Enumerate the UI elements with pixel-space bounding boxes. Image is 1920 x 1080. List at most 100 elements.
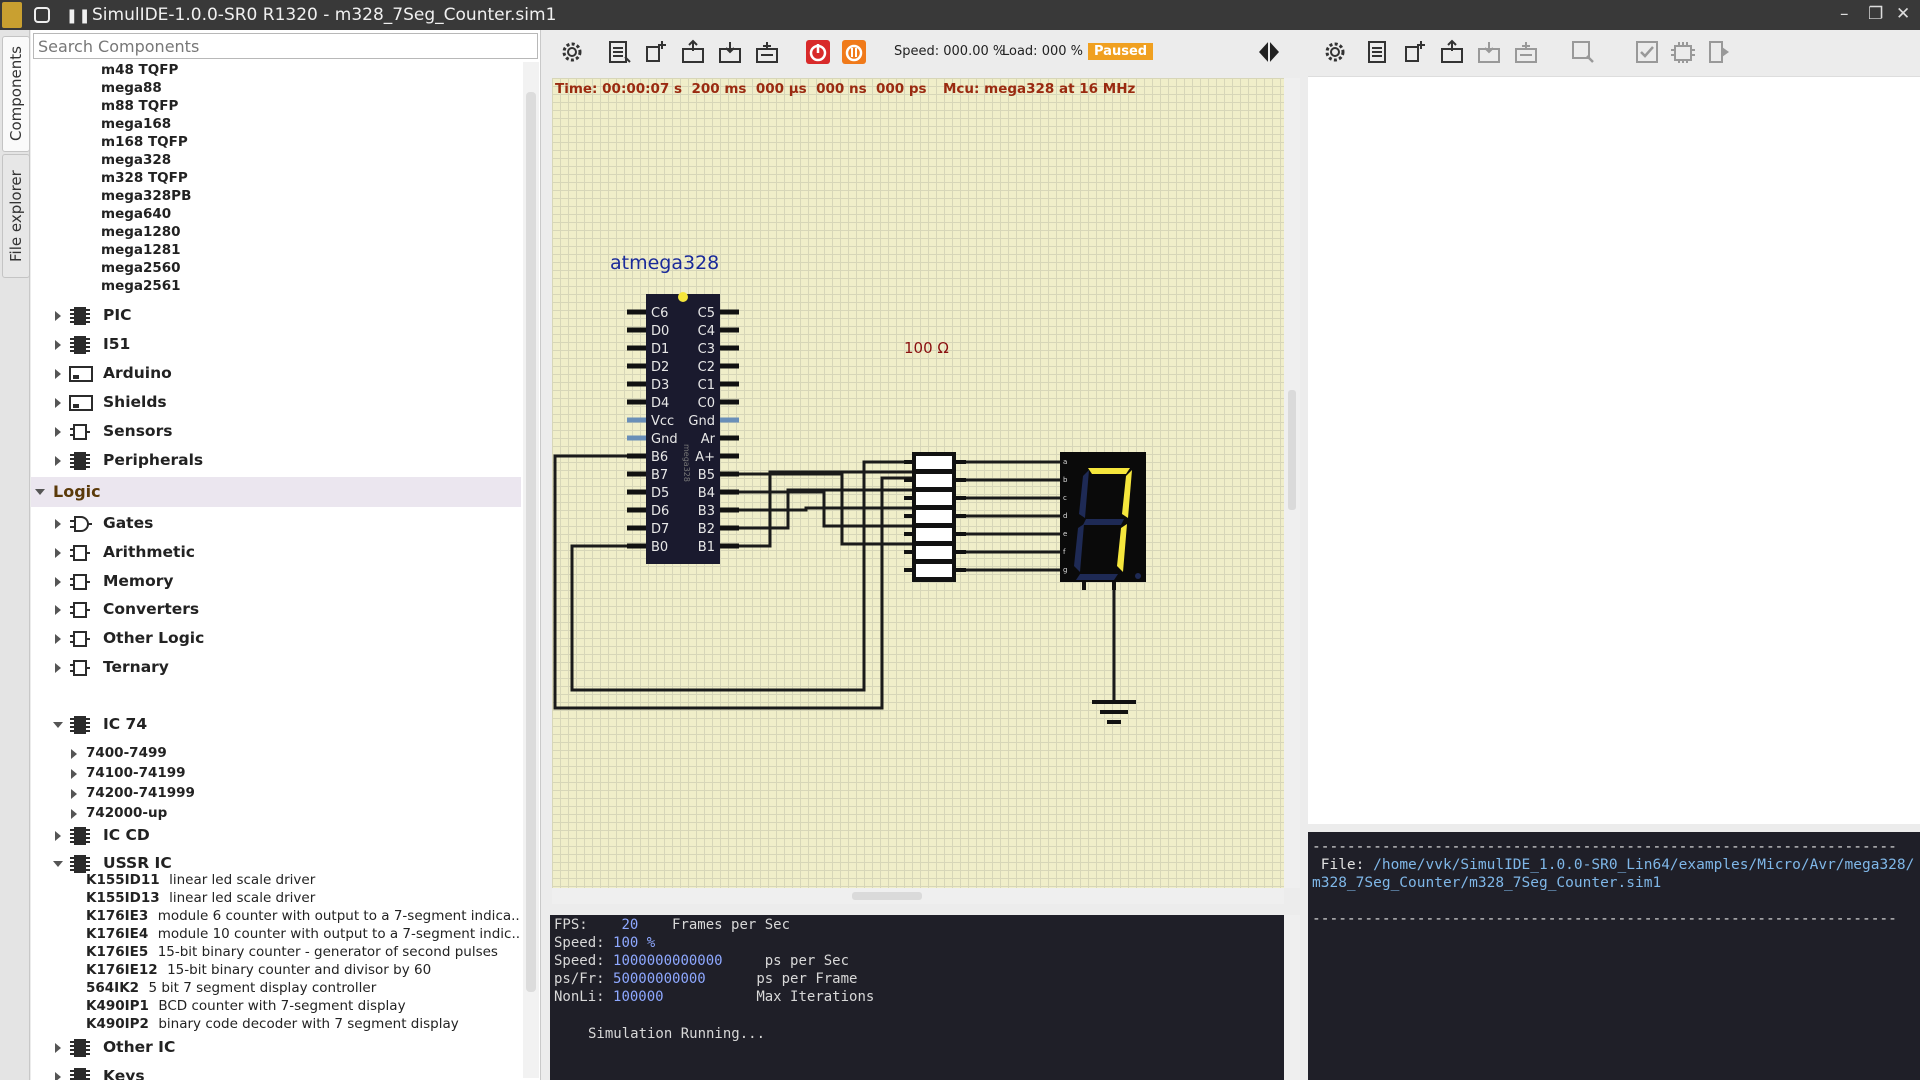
tree-item-mcu[interactable]: mega640 [101, 206, 172, 222]
expand-arrow-icon[interactable] [55, 369, 61, 379]
tree-item-ussr[interactable]: K176IE12 15-bit binary counter and divis… [86, 962, 432, 978]
tree-item-ussr[interactable]: K490IP1 BCD counter with 7-segment displ… [86, 998, 406, 1014]
tree-item-mcu[interactable]: mega1281 [101, 242, 181, 258]
tree-item-ussr[interactable]: K490IP2 binary code decoder with 7 segme… [86, 1016, 459, 1032]
pause-sim-icon[interactable] [841, 39, 867, 65]
tree-item-mcu[interactable]: mega88 [101, 80, 162, 96]
tree-item-mcu[interactable]: mega328 [101, 152, 172, 168]
save-icon[interactable] [717, 39, 743, 65]
tree-category[interactable]: PIC [103, 306, 132, 324]
editor-new-icon[interactable] [1402, 39, 1428, 65]
tree-item-ussr[interactable]: 564IK2 5 bit 7 segment display controlle… [86, 980, 377, 996]
tree-category[interactable]: Shields [103, 393, 167, 411]
expand-arrow-icon[interactable] [55, 456, 61, 466]
expand-arrow-icon[interactable] [55, 427, 61, 437]
open-file-icon[interactable] [680, 39, 706, 65]
tab-file-explorer[interactable]: File explorer [2, 154, 30, 278]
expand-arrow-icon[interactable] [55, 548, 61, 558]
expand-arrow-icon[interactable] [71, 749, 77, 759]
editor-settings-icon[interactable] [1322, 39, 1348, 65]
tree-scrollbar[interactable] [523, 62, 539, 1078]
expand-arrow-icon[interactable] [71, 789, 77, 799]
editor-save-icon[interactable] [1476, 39, 1502, 65]
restore-button[interactable]: ❐ [1868, 4, 1884, 24]
tree-category[interactable]: Converters [103, 600, 200, 618]
tree-category[interactable]: Ternary [103, 658, 169, 676]
tree-item-mcu[interactable]: mega1280 [101, 224, 181, 240]
tree-item-mcu[interactable]: m48 TQFP [101, 62, 179, 78]
tree-subcategory[interactable]: 7400-7499 [86, 745, 167, 761]
code-editor[interactable] [1308, 76, 1920, 824]
tree-item-mcu[interactable]: mega328PB [101, 188, 192, 204]
collapse-arrow-icon[interactable] [35, 489, 45, 495]
tree-item-mcu[interactable]: m328 TQFP [101, 170, 188, 186]
tree-item-ussr[interactable]: K176IE5 15-bit binary counter - generato… [86, 944, 498, 960]
tree-item-ussr[interactable]: K155ID11 linear led scale driver [86, 872, 316, 888]
tree-category[interactable]: IC CD [103, 826, 150, 844]
expand-arrow-icon[interactable] [55, 605, 61, 615]
expand-arrow-icon[interactable] [71, 809, 77, 819]
console-scrollbar[interactable] [1284, 915, 1300, 1080]
close-button[interactable]: ✕ [1896, 4, 1911, 24]
save-as-icon[interactable] [754, 39, 780, 65]
editor-open-icon[interactable] [1439, 39, 1465, 65]
tree-category[interactable]: Arithmetic [103, 543, 195, 561]
search-input[interactable] [33, 33, 538, 59]
upload-icon[interactable] [1670, 39, 1696, 65]
expand-arrow-icon[interactable] [55, 663, 61, 673]
tree-category[interactable]: Memory [103, 572, 174, 590]
compile-icon[interactable] [1634, 39, 1660, 65]
tree-item-ussr[interactable]: K176IE3 module 6 counter with output to … [86, 908, 521, 924]
expand-arrow-icon[interactable] [71, 769, 77, 779]
tree-category-ic74[interactable]: IC 74 [103, 715, 148, 733]
tree-category[interactable]: Keys [103, 1067, 145, 1080]
debug-toggle-icon[interactable] [1256, 39, 1282, 65]
app-icon[interactable] [2, 2, 22, 28]
settings-icon[interactable] [559, 39, 585, 65]
tree-item-mcu[interactable]: m168 TQFP [101, 134, 188, 150]
new-file-icon[interactable] [643, 39, 669, 65]
collapse-arrow-icon[interactable] [53, 861, 63, 867]
tree-category-logic[interactable]: Logic [53, 482, 101, 501]
pause-icon[interactable]: ❚❚ [66, 8, 92, 24]
expand-arrow-icon[interactable] [55, 311, 61, 321]
tree-category-ussr[interactable]: USSR IC [103, 854, 172, 872]
power-off-icon[interactable] [805, 39, 831, 65]
tree-category[interactable]: Other IC [103, 1038, 176, 1056]
expand-arrow-icon[interactable] [55, 1043, 61, 1053]
tree-item-ussr[interactable]: K155ID13 linear led scale driver [86, 890, 316, 906]
tree-subcategory[interactable]: 742000-up [86, 805, 168, 821]
tree-category[interactable]: Sensors [103, 422, 173, 440]
tree-item-mcu[interactable]: mega168 [101, 116, 172, 132]
collapse-arrow-icon[interactable] [53, 722, 63, 728]
circuit-canvas[interactable]: Time: 00:00:07 s 200 ms 000 µs 000 ns 00… [552, 78, 1284, 888]
tree-category[interactable]: Other Logic [103, 629, 205, 647]
tree-subcategory[interactable]: 74200-741999 [86, 785, 195, 801]
tree-item-mcu[interactable]: mega2560 [101, 260, 181, 276]
expand-arrow-icon[interactable] [55, 577, 61, 587]
circuit-list-icon[interactable] [607, 39, 633, 65]
canvas-vscrollbar[interactable] [1284, 78, 1300, 888]
expand-arrow-icon[interactable] [55, 519, 61, 529]
expand-arrow-icon[interactable] [55, 831, 61, 841]
tree-item-mcu[interactable]: m88 TQFP [101, 98, 179, 114]
editor-save-as-icon[interactable] [1513, 39, 1539, 65]
expand-arrow-icon[interactable] [55, 1072, 61, 1080]
minimize-button[interactable]: – [1840, 4, 1849, 24]
tree-subcategory[interactable]: 74100-74199 [86, 765, 186, 781]
expand-arrow-icon[interactable] [55, 634, 61, 644]
tab-components[interactable]: Components [2, 36, 30, 152]
tree-item-ussr[interactable]: K176IE4 module 10 counter with output to… [86, 926, 521, 942]
tree-category[interactable]: Arduino [103, 364, 172, 382]
canvas-hscrollbar[interactable] [552, 888, 1284, 904]
tree-category[interactable]: Peripherals [103, 451, 204, 469]
debug-icon[interactable] [1706, 39, 1732, 65]
find-icon[interactable] [1570, 39, 1596, 65]
editor-file-list-icon[interactable] [1366, 39, 1392, 65]
tree-category[interactable]: Gates [103, 514, 154, 532]
window-menu-icon[interactable] [34, 7, 50, 23]
expand-arrow-icon[interactable] [55, 398, 61, 408]
tree-category[interactable]: I51 [103, 335, 131, 353]
expand-arrow-icon[interactable] [55, 340, 61, 350]
tree-item-mcu[interactable]: mega2561 [101, 278, 181, 294]
